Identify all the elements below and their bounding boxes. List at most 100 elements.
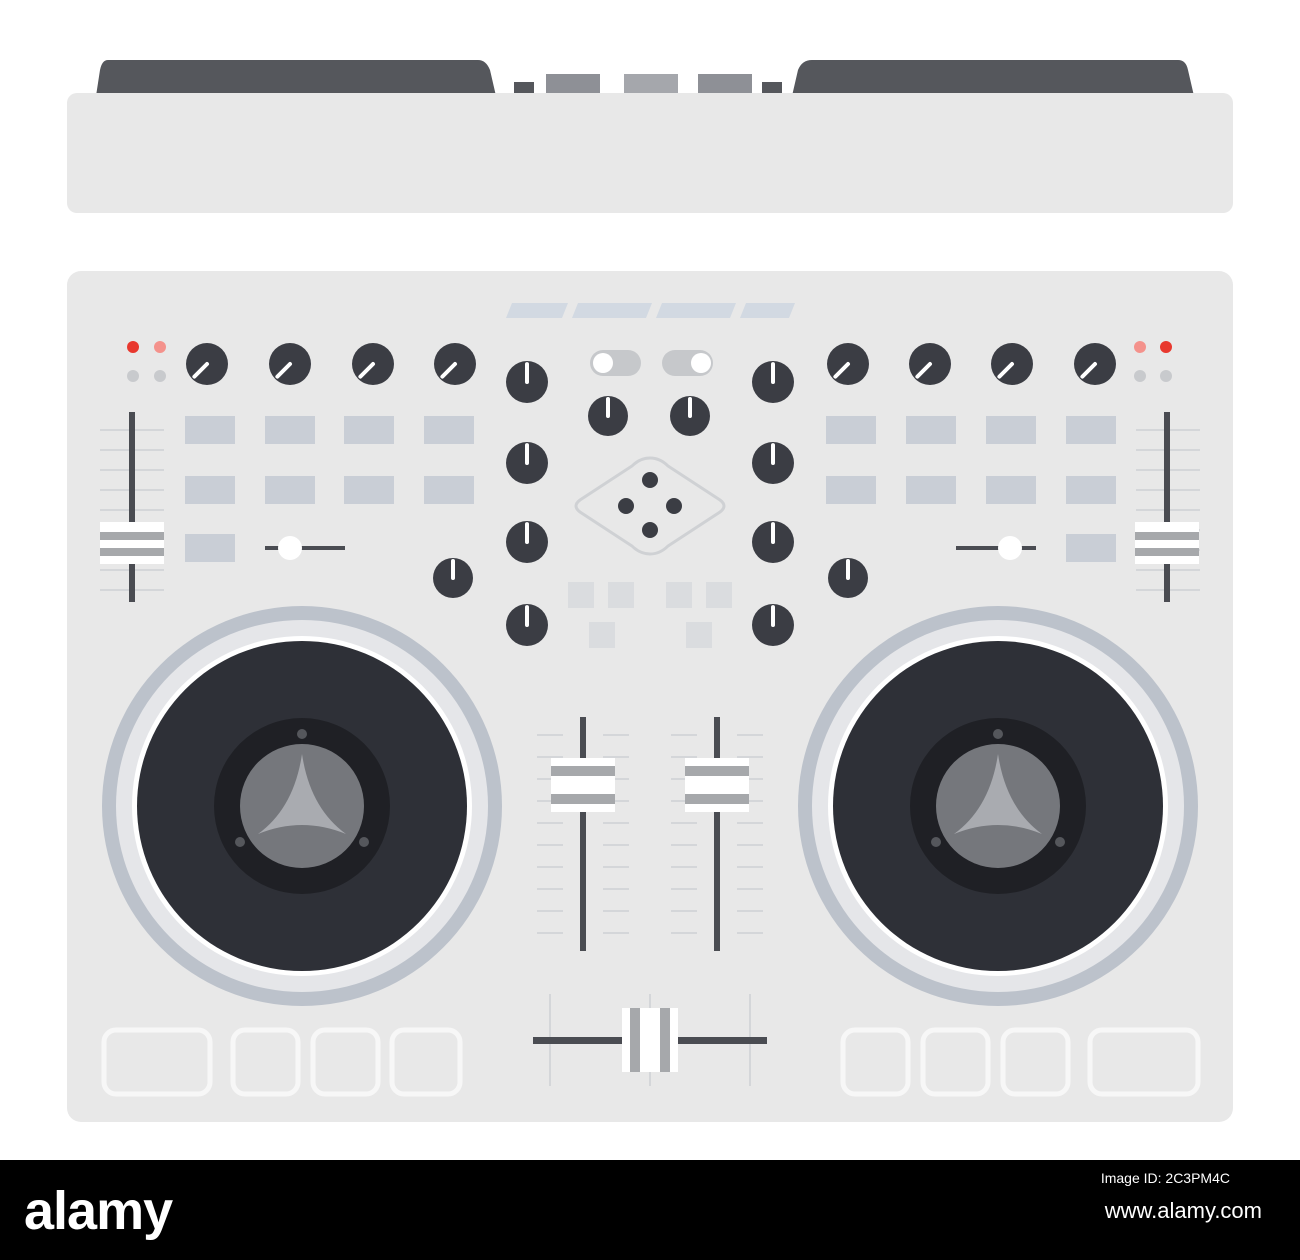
nav-button xyxy=(642,522,658,538)
led-icon xyxy=(154,370,166,382)
jog-dot xyxy=(1055,837,1065,847)
knob-icon xyxy=(909,343,951,385)
knob-icon xyxy=(1074,343,1116,385)
knob-indicator xyxy=(833,362,850,379)
led-icon xyxy=(154,341,166,353)
jog-dot xyxy=(235,837,245,847)
pad-button-icon xyxy=(906,476,956,504)
performance-pad xyxy=(840,1027,911,1097)
top-view-body xyxy=(67,93,1233,213)
knob-icon xyxy=(752,442,794,484)
knob-icon xyxy=(828,558,868,598)
fader-cap-line xyxy=(685,794,749,804)
toggle-thumb xyxy=(593,353,613,373)
knob-icon xyxy=(506,361,548,403)
header-strip xyxy=(506,303,568,318)
knob-indicator xyxy=(275,362,292,379)
image-id-label: Image ID: 2C3PM4C xyxy=(1100,1170,1230,1186)
top-connector xyxy=(762,82,782,96)
image-url-label[interactable]: www.alamy.com xyxy=(1104,1198,1262,1223)
mini-slider-thumb xyxy=(278,536,302,560)
knob-icon xyxy=(752,604,794,646)
knob-icon xyxy=(506,604,548,646)
performance-pad xyxy=(310,1027,381,1097)
knob-indicator xyxy=(915,362,932,379)
fader-track xyxy=(714,717,720,951)
knob-icon xyxy=(269,343,311,385)
nav-diamond xyxy=(574,456,726,556)
knob-icon xyxy=(506,521,548,563)
fader-cap-line xyxy=(1135,548,1199,556)
performance-pad xyxy=(389,1027,463,1097)
jog-wheel-left xyxy=(102,606,502,1006)
pad-button-icon xyxy=(1066,476,1116,504)
knob-icon xyxy=(433,558,473,598)
pad-button-icon xyxy=(424,416,474,444)
fader-cap-line xyxy=(551,766,615,776)
pad-button-icon xyxy=(906,416,956,444)
performance-pad xyxy=(230,1027,301,1097)
dj-controller-illustration xyxy=(67,60,1233,1122)
pad-button-icon xyxy=(986,476,1036,504)
pad-button-icon xyxy=(706,582,732,608)
fader-cap-line xyxy=(630,1008,640,1072)
pad-button-icon xyxy=(986,416,1036,444)
fader-track xyxy=(1164,412,1170,602)
knob-icon xyxy=(434,343,476,385)
top-deck-right xyxy=(792,60,1194,96)
pad-button-icon xyxy=(608,582,634,608)
jog-triangle xyxy=(954,754,1042,834)
knob-icon xyxy=(186,343,228,385)
knob-icon xyxy=(752,361,794,403)
header-strip xyxy=(656,303,736,318)
pad-button-icon xyxy=(666,582,692,608)
knob-icon xyxy=(827,343,869,385)
fader-track xyxy=(129,412,135,602)
led-icon xyxy=(1160,341,1172,353)
pad-button-icon xyxy=(826,476,876,504)
nav-button xyxy=(666,498,682,514)
pad-button-icon xyxy=(185,476,235,504)
knob-indicator xyxy=(440,362,457,379)
pad-button-icon xyxy=(424,476,474,504)
knob-icon xyxy=(991,343,1033,385)
jog-triangle xyxy=(258,754,346,834)
fader-track xyxy=(580,717,586,951)
knob-icon xyxy=(506,442,548,484)
knob-icon xyxy=(352,343,394,385)
brand-logo[interactable]: alamy xyxy=(24,1181,173,1241)
knob-indicator xyxy=(192,362,209,379)
header-strip xyxy=(572,303,652,318)
jog-dot xyxy=(993,729,1003,739)
pad-button-icon xyxy=(344,476,394,504)
jog-dot xyxy=(359,837,369,847)
pad-button-icon xyxy=(344,416,394,444)
knob-icon xyxy=(588,396,628,436)
performance-pad xyxy=(1087,1027,1201,1097)
led-icon xyxy=(127,341,139,353)
top-connector xyxy=(546,74,600,96)
pad-button-icon xyxy=(185,416,235,444)
fader-cap-line xyxy=(685,766,749,776)
jog-dot xyxy=(297,729,307,739)
led-icon xyxy=(127,370,139,382)
pad-button-icon xyxy=(265,476,315,504)
fader-icon xyxy=(1135,522,1199,564)
header-strip xyxy=(740,303,795,318)
pad-button-icon xyxy=(1066,416,1116,444)
performance-pad xyxy=(920,1027,991,1097)
toggle-thumb xyxy=(691,353,711,373)
led-icon xyxy=(1134,370,1146,382)
knob-indicator xyxy=(358,362,375,379)
knob-indicator xyxy=(997,362,1014,379)
knob-icon xyxy=(670,396,710,436)
nav-button xyxy=(642,472,658,488)
pad-button-icon xyxy=(568,582,594,608)
fader-icon xyxy=(100,522,164,564)
fader-cap-line xyxy=(551,794,615,804)
knob-indicator xyxy=(1080,362,1097,379)
pad-button-icon xyxy=(589,622,615,648)
pad-button-icon xyxy=(826,416,876,444)
fader-cap-line xyxy=(100,532,164,540)
jog-dot xyxy=(931,837,941,847)
